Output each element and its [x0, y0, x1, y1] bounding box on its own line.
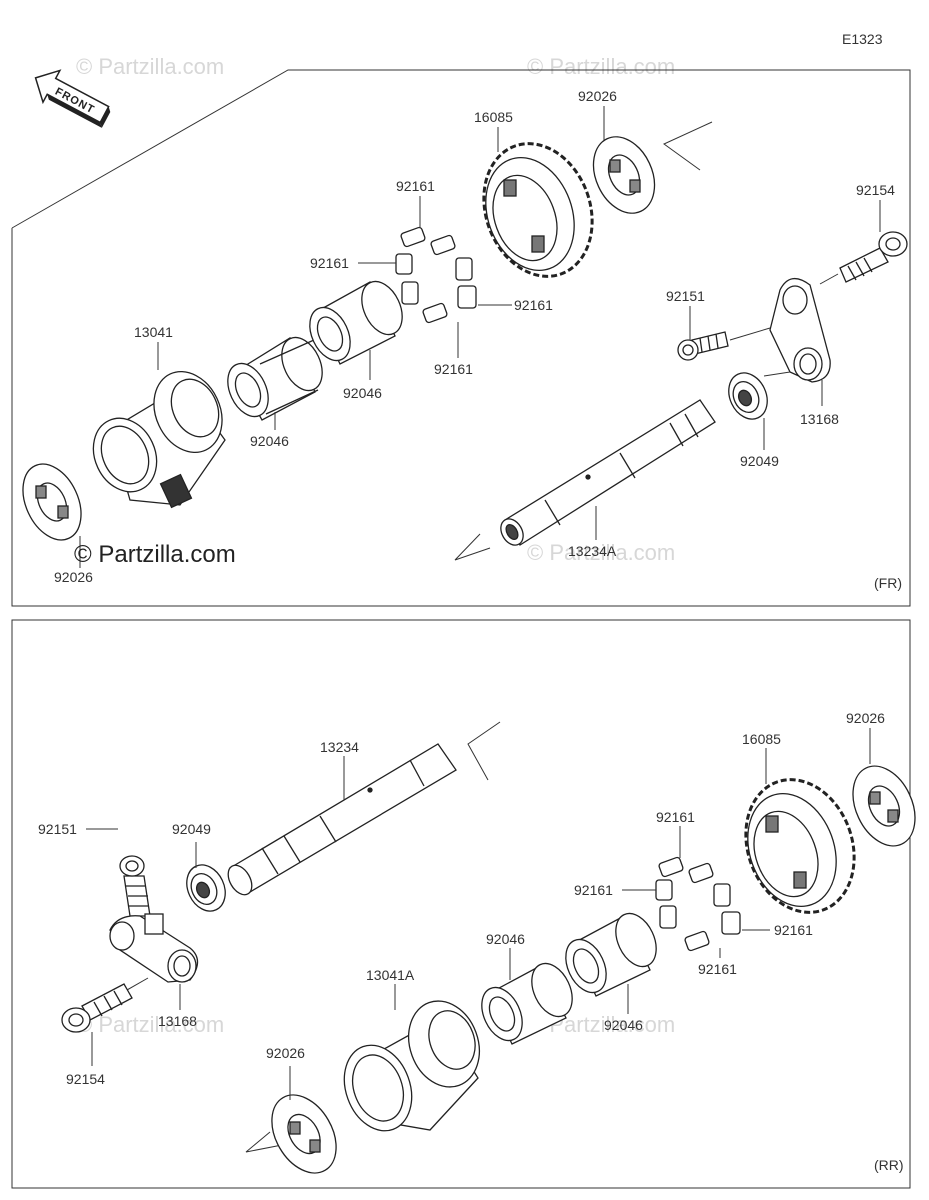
label-13234: 13234 — [320, 739, 359, 755]
bolt-92154-rr — [61, 983, 133, 1033]
bolt-92154 — [839, 231, 908, 283]
seal-92049-rr — [186, 864, 226, 912]
gear-16085 — [482, 142, 594, 278]
label-92049-rr: 92049 — [172, 821, 211, 837]
rear-panel-border — [11, 619, 911, 1189]
label-92161-rr-c: 92161 — [774, 922, 813, 938]
diagram-code: E1323 — [842, 31, 883, 47]
watermark: © Partzilla.com — [527, 54, 675, 79]
perspective-mark — [467, 721, 501, 781]
rear-panel: 13234 92151 92049 13168 — [11, 619, 916, 1189]
watermark: © Partzilla.com — [527, 540, 675, 565]
label-92161-rr-d: 92161 — [698, 961, 737, 977]
label-92161-a: 92161 — [396, 178, 435, 194]
leader-line — [819, 273, 839, 285]
panel-tag-rr: (RR) — [874, 1157, 904, 1173]
needle-bearing-92046-a — [227, 336, 323, 421]
label-92161-c: 92161 — [514, 297, 553, 313]
washer-92026-bottom — [22, 463, 82, 541]
washer-92026-bottom-rr — [271, 1094, 337, 1174]
label-92049: 92049 — [740, 453, 779, 469]
shaft-13234a — [500, 399, 716, 546]
leader-line — [729, 327, 771, 341]
label-92046-b: 92046 — [343, 385, 382, 401]
washer-92026-top — [592, 136, 656, 214]
label-92154: 92154 — [856, 182, 895, 198]
panel-tag-fr: (FR) — [874, 575, 902, 591]
label-13041a: 13041A — [366, 967, 415, 983]
label-92026-top-rr: 92026 — [846, 710, 885, 726]
roller-damper-92161-rr — [655, 856, 741, 952]
label-92161-b: 92161 — [310, 255, 349, 271]
perspective-mark — [454, 533, 491, 561]
label-92151-rr: 92151 — [38, 821, 77, 837]
label-13041: 13041 — [134, 324, 173, 340]
label-16085: 16085 — [474, 109, 513, 125]
arm-13168 — [769, 278, 831, 383]
arm-13168-rr — [109, 913, 199, 983]
label-92161-rr-a: 92161 — [656, 809, 695, 825]
label-13234a: 13234A — [568, 543, 617, 559]
seal-92049 — [728, 372, 768, 420]
perspective-mark — [663, 121, 713, 171]
label-92046-rr-a: 92046 — [486, 931, 525, 947]
washer-92026-top-rr — [852, 765, 916, 847]
shaft-13234 — [227, 743, 457, 896]
front-panel: 13234A 13041 92026 © Partzilla.com — [11, 69, 911, 607]
bolt-92151 — [677, 331, 729, 361]
front-panel-border — [11, 69, 911, 607]
needle-bearing-92046-b — [309, 280, 403, 365]
watermark-dark: © Partzilla.com — [74, 541, 236, 568]
watermark: © Partzilla.com — [76, 1012, 224, 1037]
leader-line — [763, 371, 791, 377]
label-16085-rr: 16085 — [742, 731, 781, 747]
label-92046-rr-b: 92046 — [604, 1017, 643, 1033]
perspective-mark — [245, 1131, 283, 1153]
label-92026-bottom: 92026 — [54, 569, 93, 585]
housing-13041 — [92, 370, 226, 509]
label-92161-d: 92161 — [434, 361, 473, 377]
label-92026-top: 92026 — [578, 88, 617, 104]
label-92154-rr: 92154 — [66, 1071, 105, 1087]
gear-16085-rr — [744, 778, 856, 914]
label-92046-a: 92046 — [250, 433, 289, 449]
label-92026-bottom-rr: 92026 — [266, 1045, 305, 1061]
needle-bearing-92046-rr-b — [565, 912, 657, 997]
watermark: © Partzilla.com — [76, 54, 224, 79]
bolt-92151-rr — [119, 855, 151, 917]
label-92151: 92151 — [666, 288, 705, 304]
label-13168-rr: 13168 — [158, 1013, 197, 1029]
needle-bearing-92046-rr-a — [481, 962, 573, 1045]
label-13168: 13168 — [800, 411, 839, 427]
housing-13041a — [343, 1000, 480, 1132]
label-92161-rr-b: 92161 — [574, 882, 613, 898]
roller-damper-92161 — [395, 226, 477, 324]
